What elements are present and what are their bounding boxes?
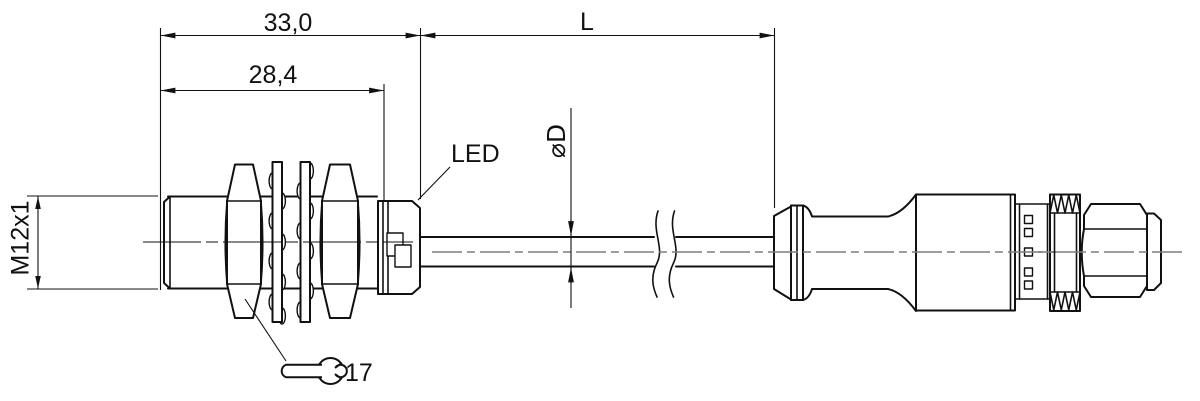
led-annotation: LED — [417, 140, 500, 201]
hex-nut-2-outline — [321, 163, 359, 319]
led-label: LED — [451, 140, 500, 168]
dimension-thread-spec: M12x1 — [7, 195, 158, 290]
arrow-down — [35, 276, 41, 289]
dimension-cable-length: L — [420, 8, 775, 39]
wrench-size-label: 17 — [345, 359, 373, 387]
rear-cap — [377, 200, 421, 295]
dimension-thread-length-label: 28,4 — [249, 61, 298, 89]
dimension-thread-spec-label: M12x1 — [7, 200, 35, 275]
connector-assembly — [432, 193, 1186, 312]
led-leader-line — [417, 166, 451, 201]
connector-hex — [1080, 203, 1151, 298]
wrench-icon — [280, 357, 349, 385]
dimension-cable-diameter-label: ⌀D — [542, 124, 571, 158]
hex-nut-2 — [319, 163, 361, 319]
dimension-thread-length: 28,4 — [160, 61, 384, 94]
dimension-overall-length-label: 33,0 — [264, 9, 313, 37]
dimension-overall-length: 33,0 — [160, 9, 421, 39]
hex-nut-1-outline — [226, 163, 262, 319]
cable-break-symbol — [652, 210, 677, 298]
sensor-body — [143, 161, 421, 325]
led-window-lower — [394, 244, 412, 268]
hex-nut-1 — [224, 163, 264, 319]
wrench-annotation: 17 — [244, 298, 373, 387]
arrow-up — [35, 196, 41, 209]
boot-sleeve — [802, 193, 917, 312]
wrench-leader-line — [244, 298, 287, 362]
dimension-cable-length-label: L — [580, 8, 594, 36]
lock-washer-1 — [268, 161, 287, 325]
cable — [419, 210, 775, 298]
dimensions: 33,0 28,4 L M12x1 ⌀D — [7, 8, 776, 387]
dimension-cable-diameter: ⌀D — [542, 108, 574, 308]
